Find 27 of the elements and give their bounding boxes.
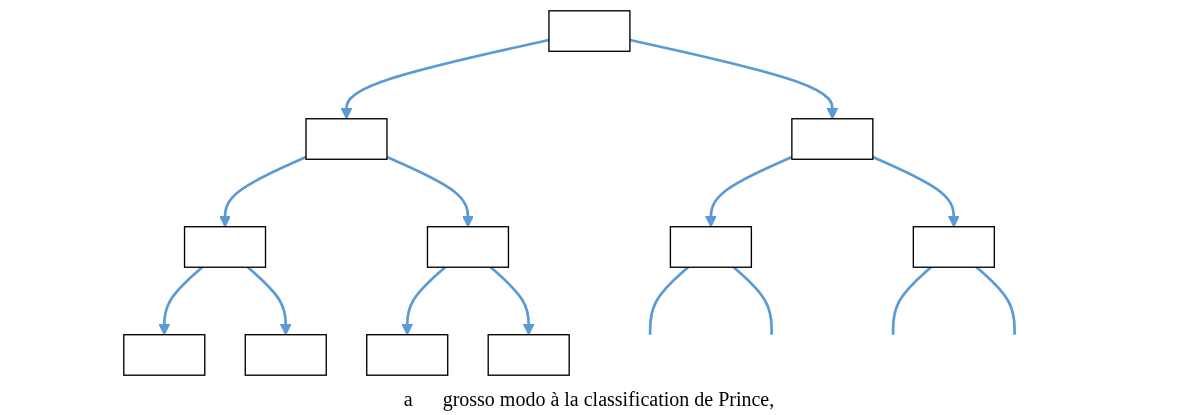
arrow — [871, 155, 960, 228]
node-box — [426, 226, 509, 268]
node-box — [183, 226, 266, 268]
node-box — [669, 226, 752, 268]
node-box — [912, 226, 995, 268]
arrow — [246, 266, 292, 336]
arrow — [704, 155, 792, 228]
arrow — [157, 266, 203, 336]
connector — [648, 266, 689, 335]
arrow — [340, 38, 549, 120]
text-fragment: a — [403, 388, 413, 411]
node-box — [244, 334, 327, 376]
arrow — [489, 266, 535, 336]
arrow — [386, 155, 474, 228]
connector — [891, 266, 932, 335]
node-box — [547, 10, 631, 52]
connector — [975, 266, 1016, 335]
arrow — [629, 38, 838, 120]
arrow — [218, 155, 307, 228]
node-box — [304, 118, 388, 160]
connector — [732, 266, 773, 335]
text-fragment: grosso modo à la classification de Prince, — [442, 388, 775, 411]
node-box — [487, 334, 570, 376]
node-box — [790, 118, 874, 160]
node-box — [365, 334, 448, 376]
arrow — [400, 266, 446, 336]
node-box — [122, 334, 206, 376]
